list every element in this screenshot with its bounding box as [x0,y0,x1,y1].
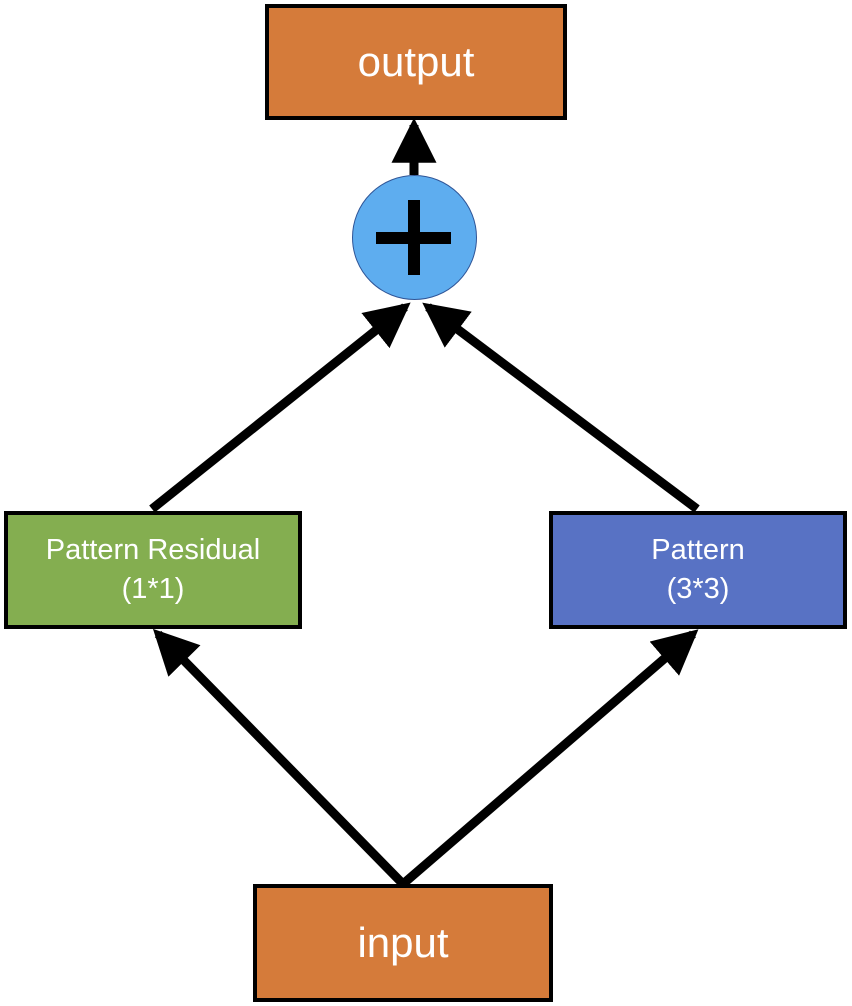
output-label: output [357,38,475,85]
residual-label-line2: (1*1) [121,573,185,605]
pattern-residual-node: Pattern Residual (1*1) [4,511,302,629]
edge-input-to-residual [152,628,407,888]
pattern-node: Pattern (3*3) [549,511,847,629]
edge-input-to-pattern [400,629,699,888]
pattern-label-line1: Pattern [651,533,745,566]
sum-node [352,175,477,300]
pattern-label-line2: (3*3) [666,573,730,605]
edge-pattern-to-sum [422,302,700,513]
output-node: output [265,4,567,120]
input-node: input [253,884,553,1002]
residual-label-line1: Pattern Residual [45,533,261,566]
edge-residual-to-sum [149,302,411,513]
input-label: input [357,919,449,966]
